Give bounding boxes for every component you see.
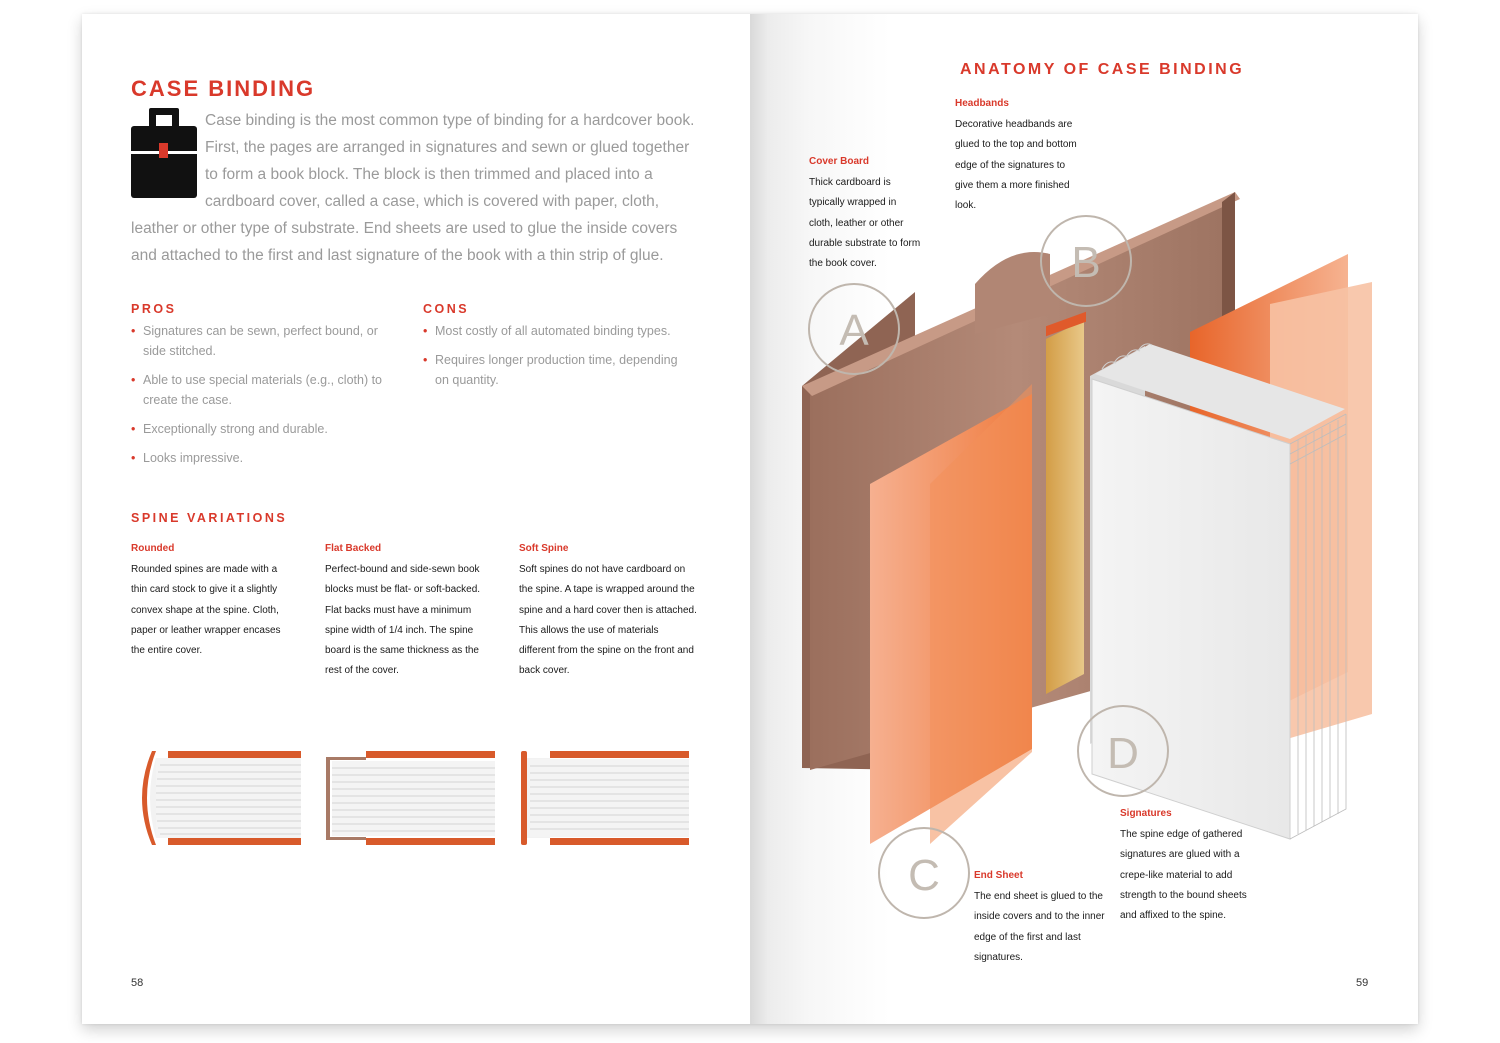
pros-list: Signatures can be sewn, perfect bound, o…: [131, 321, 396, 468]
briefcase-icon: [131, 107, 205, 205]
label-text: The spine edge of gathered signatures ar…: [1120, 829, 1247, 922]
variation-title: Flat Backed: [325, 543, 382, 554]
page-number: 58: [131, 977, 144, 989]
variation-text: Perfect-bound and side-sewn book blocks …: [325, 564, 481, 677]
variation-flat-backed: Flat Backed Perfect-bound and side-sewn …: [325, 543, 505, 682]
label-title: Signatures: [1120, 808, 1172, 819]
variation-soft-spine: Soft Spine Soft spines do not have cardb…: [519, 543, 699, 682]
intro-paragraph: Case binding is the most common type of …: [131, 107, 701, 269]
label-title: Cover Board: [809, 156, 870, 167]
left-page: CASE BINDING Case binding is the most co…: [82, 14, 750, 1024]
pros-heading: PROS: [131, 302, 177, 316]
cons-section: CONS Most costly of all automated bindin…: [423, 302, 688, 399]
list-item: Most costly of all automated binding typ…: [423, 321, 688, 341]
label-title: Headbands: [955, 98, 1009, 109]
list-item: Requires longer production time, dependi…: [423, 350, 688, 390]
cons-list: Most costly of all automated binding typ…: [423, 321, 688, 390]
soft-spine-illustration: [521, 751, 689, 845]
label-cover-board: Cover Board Thick cardboard is typically…: [809, 156, 921, 274]
cons-heading: CONS: [423, 302, 470, 316]
intro-text: Case binding is the most common type of …: [131, 112, 695, 264]
spine-variations-heading: SPINE VARIATIONS: [131, 511, 288, 525]
label-signatures: Signatures The spine edge of gathered si…: [1120, 808, 1260, 926]
list-item: Looks impressive.: [131, 448, 396, 468]
book-spread: CASE BINDING Case binding is the most co…: [82, 14, 1418, 1024]
marker-c: C: [908, 851, 940, 900]
variation-text: Rounded spines are made with a thin card…: [131, 564, 281, 657]
list-item: Signatures can be sewn, perfect bound, o…: [131, 321, 396, 361]
label-text: The end sheet is glued to the inside cov…: [974, 891, 1105, 963]
label-end-sheet: End Sheet The end sheet is glued to the …: [974, 870, 1109, 968]
variation-text: Soft spines do not have cardboard on the…: [519, 564, 697, 677]
anatomy-title: ANATOMY OF CASE BINDING: [960, 61, 1245, 78]
label-text: Thick cardboard is typically wrapped in …: [809, 177, 921, 270]
variation-rounded: Rounded Rounded spines are made with a t…: [131, 543, 311, 661]
rounded-spine-illustration: [142, 751, 301, 845]
pros-section: PROS Signatures can be sewn, perfect bou…: [131, 302, 396, 477]
marker-a: A: [839, 306, 869, 355]
label-text: Decorative headbands are glued to the to…: [955, 119, 1077, 212]
page-number: 59: [1356, 977, 1369, 989]
right-page: ANATOMY OF CASE BINDING: [750, 14, 1418, 1024]
list-item: Able to use special materials (e.g., clo…: [131, 370, 396, 410]
marker-b: B: [1071, 238, 1100, 287]
list-item: Exceptionally strong and durable.: [131, 419, 396, 439]
variation-title: Soft Spine: [519, 543, 569, 554]
case-binding-illustration: A B C D: [802, 192, 1372, 919]
flat-backed-spine-illustration: [326, 751, 495, 845]
label-title: End Sheet: [974, 870, 1023, 881]
page-title: CASE BINDING: [131, 76, 316, 101]
marker-d: D: [1107, 729, 1139, 778]
variation-title: Rounded: [131, 543, 175, 554]
label-headbands: Headbands Decorative headbands are glued…: [955, 98, 1080, 216]
